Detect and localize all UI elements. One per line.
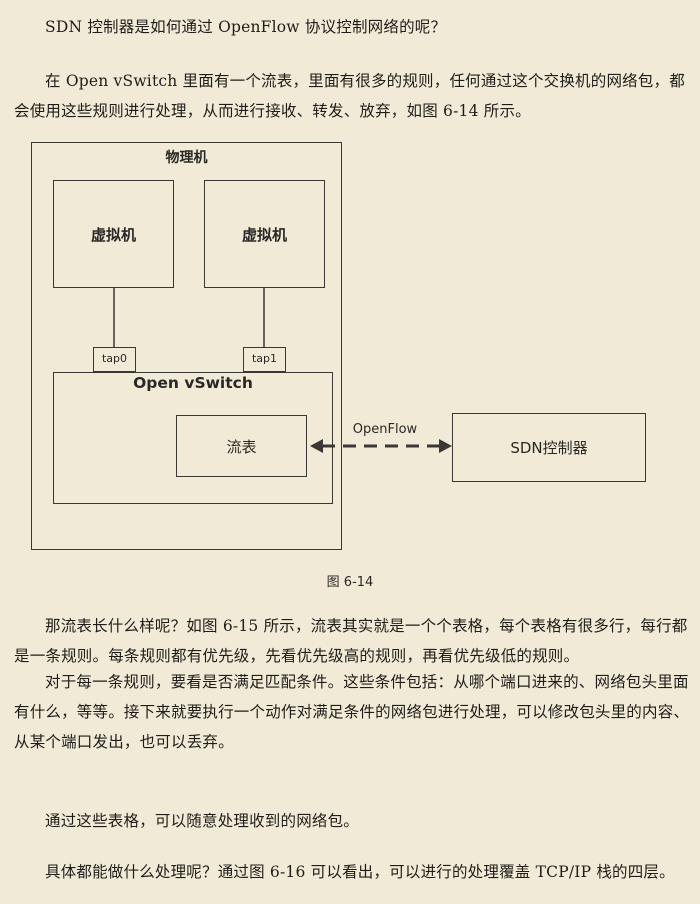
tap1-label: tap1 — [251, 352, 278, 365]
physical-machine-label: 物理机 — [165, 150, 208, 166]
figure-caption: 图 6-14 — [326, 575, 374, 590]
sdn-controller-label: SDN控制器 — [510, 439, 588, 457]
tap0-box — [93, 347, 136, 372]
physical-machine-box — [31, 142, 342, 550]
ovs-label: Open vSwitch — [133, 374, 253, 392]
flow-table-box — [176, 415, 307, 477]
vm-label-2: 虚拟机 — [241, 226, 287, 244]
tap1-box — [243, 347, 286, 372]
arrowhead-left-icon — [310, 439, 323, 453]
paragraph-5: 通过这些表格，可以随意处理收到的网络包。 — [45, 812, 360, 830]
vm-box-2 — [204, 180, 325, 288]
arrowhead-right-icon — [439, 439, 452, 453]
paragraph-1: SDN 控制器是如何通过 OpenFlow 协议控制网络的呢？ — [45, 18, 447, 36]
vm-label-1: 虚拟机 — [90, 226, 136, 244]
paragraph-4: 对于每一条规则，要看是否满足匹配条件。这些条件包括：从哪个端口进来的、网络包头里… — [14, 673, 690, 751]
openflow-label: OpenFlow — [352, 422, 418, 437]
tap0-label: tap0 — [101, 352, 128, 365]
vm-box-1 — [53, 180, 174, 288]
paragraph-6: 具体都能做什么处理呢？通过图 6-16 可以看出，可以进行的处理覆盖 TCP/I… — [45, 863, 675, 881]
ovs-box — [53, 372, 333, 504]
paragraph-3: 那流表长什么样呢？如图 6-15 所示，流表其实就是一个个表格，每个表格有很多行… — [14, 617, 688, 665]
flow-table-label: 流表 — [226, 438, 257, 456]
sdn-controller-box — [452, 413, 646, 482]
paragraph-2: 在 Open vSwitch 里面有一个流表，里面有很多的规则，任何通过这个交换… — [14, 72, 685, 120]
